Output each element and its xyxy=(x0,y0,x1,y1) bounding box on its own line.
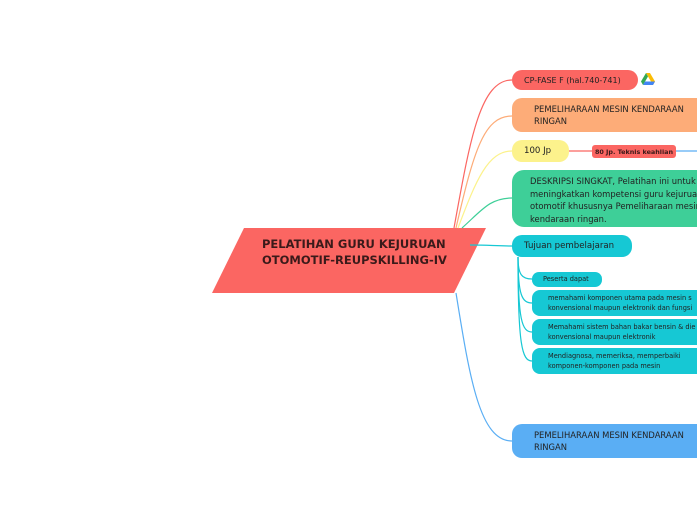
tujuan-item-peserta[interactable]: Peserta dapat xyxy=(532,272,602,287)
connector-jp xyxy=(457,150,513,229)
central-topic-shape xyxy=(212,228,486,293)
subtopic-jp-teknis-label: 80 Jp. Teknis keahlian xyxy=(594,147,674,156)
topic-deskripsi-label: DESKRIPSI SINGKAT, Pelatihan ini untuk m… xyxy=(530,176,697,224)
tujuan-item-peserta-label: Peserta dapat xyxy=(543,275,589,283)
connector-tujuan-item-3 xyxy=(517,256,533,333)
topic-jp-label: 100 Jp xyxy=(524,146,552,156)
connector-pemeliharaan-1 xyxy=(455,115,513,229)
topic-pemeliharaan-2-label: PEMELIHARAAN MESIN KENDARAAN RINGAN xyxy=(534,430,684,452)
topic-cp-fase-label: CP-FASE F (hal.740-741) xyxy=(524,75,621,85)
topic-pemeliharaan-1[interactable]: PEMELIHARAAN MESIN KENDARAAN RINGAN xyxy=(512,98,697,132)
subtopic-jp-teknis[interactable]: 80 Jp. Teknis keahlian xyxy=(592,145,676,158)
tujuan-item-memahami-bahan-bakar[interactable]: Memahami sistem bahan bakar bensin & die… xyxy=(532,319,697,345)
topic-pemeliharaan-2[interactable]: PEMELIHARAAN MESIN KENDARAAN RINGAN xyxy=(512,424,697,458)
tujuan-item-memahami-komponen-label: memahami komponen utama pada mesin s kon… xyxy=(548,294,693,312)
connector-tujuan-item-2 xyxy=(517,256,533,304)
topic-tujuan-label: Tujuan pembelajaran xyxy=(524,241,615,251)
central-topic-title[interactable]: PELATIHAN GURU KEJURUAN OTOMOTIF-REUPSKI… xyxy=(262,237,447,267)
tujuan-item-memahami-bahan-bakar-label: Memahami sistem bahan bakar bensin & die… xyxy=(548,323,696,341)
connector-tujuan xyxy=(469,244,513,247)
tujuan-item-memahami-komponen[interactable]: memahami komponen utama pada mesin s kon… xyxy=(532,290,697,316)
tujuan-item-mendiagnosa[interactable]: Mendiagnosa, memeriksa, memperbaiki komp… xyxy=(532,348,697,374)
topic-cp-fase[interactable]: CP-FASE F (hal.740-741) xyxy=(512,70,638,90)
connector-deskripsi xyxy=(461,197,513,229)
google-drive-icon[interactable] xyxy=(641,73,655,86)
topic-tujuan[interactable]: Tujuan pembelajaran xyxy=(512,235,632,257)
topic-jp[interactable]: 100 Jp xyxy=(512,140,569,162)
tujuan-item-mendiagnosa-label: Mendiagnosa, memeriksa, memperbaiki komp… xyxy=(548,352,681,370)
topic-deskripsi[interactable]: DESKRIPSI SINGKAT, Pelatihan ini untuk m… xyxy=(512,170,697,227)
connector-tujuan-item-4 xyxy=(517,256,533,362)
connector-pemeliharaan-2 xyxy=(455,292,513,442)
connector-cp-fase xyxy=(453,79,513,229)
connector-tujuan-item-1 xyxy=(517,256,533,280)
topic-pemeliharaan-1-label: PEMELIHARAAN MESIN KENDARAAN RINGAN xyxy=(534,104,684,126)
